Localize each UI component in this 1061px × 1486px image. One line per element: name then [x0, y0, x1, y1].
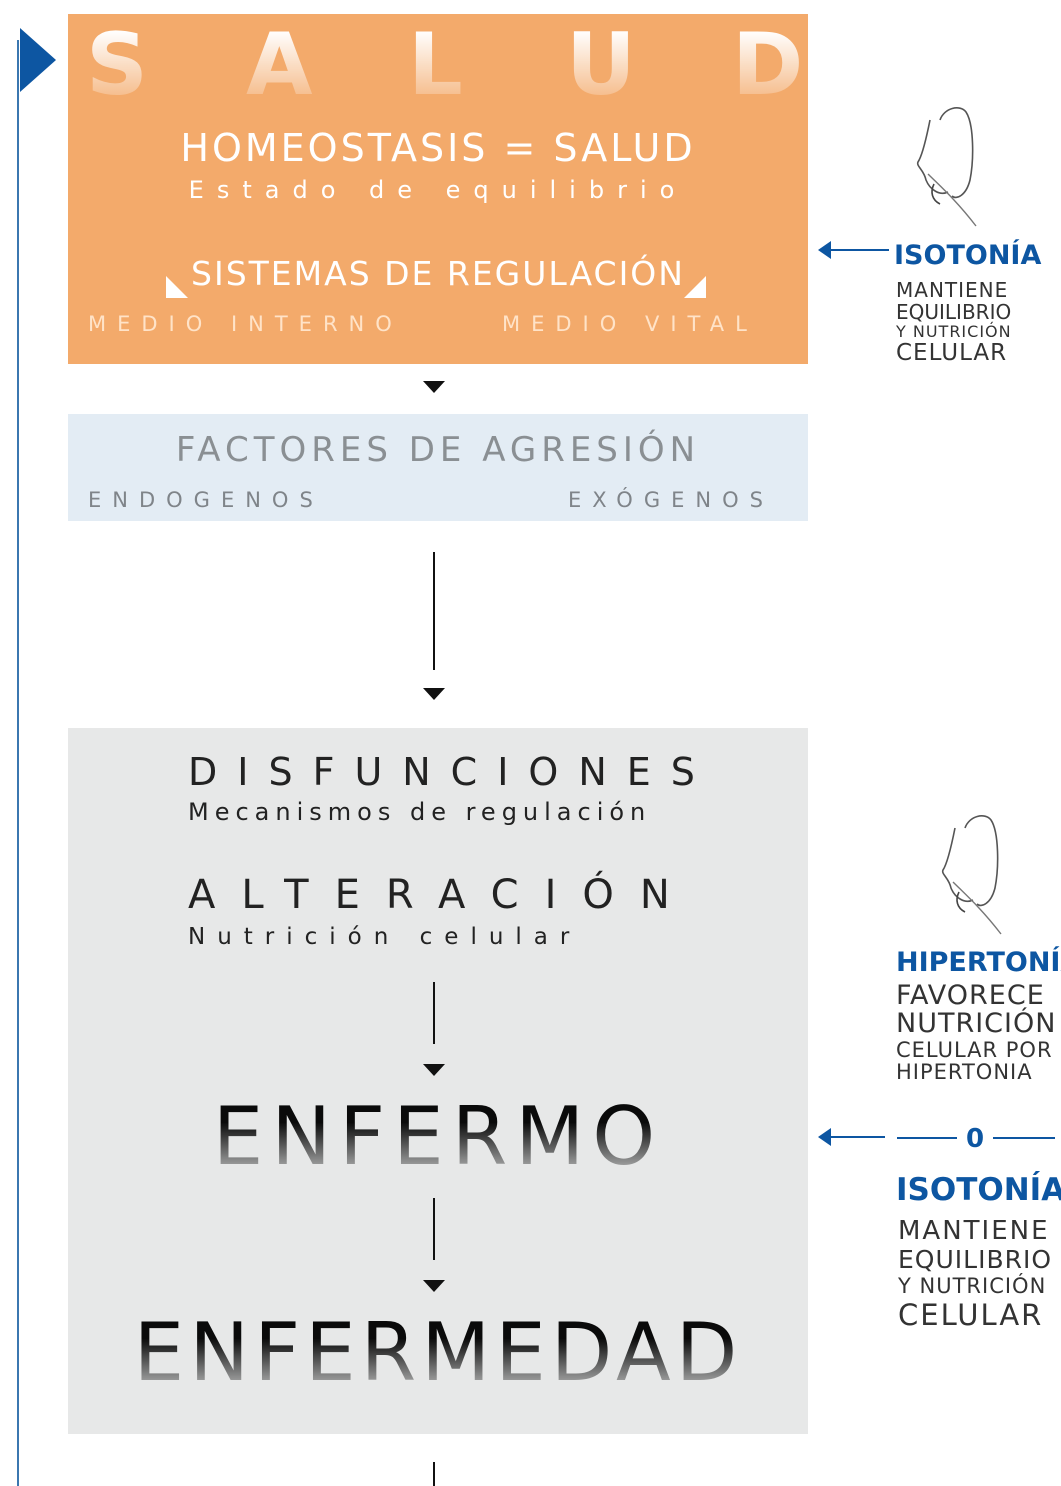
- hipertonia-heading: HIPERTONÍA: [896, 947, 1061, 978]
- endogenos-label: ENDOGENOS: [88, 488, 324, 512]
- hipertonia-line1: FAVORECE: [896, 980, 1045, 1011]
- salud-letter-d: D: [732, 15, 804, 115]
- arrow-left-icon: [818, 241, 831, 259]
- arrow-down-icon: [423, 1064, 445, 1076]
- connector-line: [433, 1462, 435, 1486]
- mecanismos-subtitle: Mecanismos de regulación: [188, 798, 652, 826]
- medio-interno-label: MEDIO INTERNO: [88, 312, 403, 336]
- arrow-left-line: [829, 1136, 885, 1138]
- separator-line-left: [897, 1137, 957, 1139]
- corner-triangle-right-icon: [684, 276, 706, 298]
- isotonia-heading-top: ISOTONÍA: [894, 240, 1042, 271]
- salud-letter-u: U: [566, 15, 636, 115]
- salud-title: S A L U D: [68, 14, 808, 114]
- salud-letter-a: A: [246, 15, 313, 115]
- connector-line: [433, 552, 435, 670]
- factores-heading: FACTORES DE AGRESIÓN: [175, 430, 701, 470]
- corner-triangle-left-icon: [166, 276, 188, 298]
- isotonia-top-line2: EQUILIBRIO: [896, 300, 1012, 324]
- silhouette-figure-icon: [941, 815, 1002, 935]
- isotonia-bottom-line1: MANTIENE: [898, 1216, 1050, 1246]
- isotonia-heading-bottom: ISOTONÍA: [896, 1172, 1061, 1208]
- hipertonia-line3: CELULAR POR: [896, 1038, 1053, 1062]
- isotonia-top-line1: MANTIENE: [896, 278, 1009, 302]
- isotonia-top-line4: CELULAR: [896, 340, 1008, 366]
- enfermo-heading: ENFERMO: [68, 1090, 808, 1183]
- factores-box: [68, 414, 808, 521]
- disfunciones-box: [68, 728, 808, 1434]
- salud-box: [68, 14, 808, 364]
- alteracion-heading: ALTERACIÓN: [188, 872, 696, 918]
- separator-line-right: [993, 1137, 1055, 1139]
- arrow-left-icon: [818, 1128, 831, 1146]
- left-marker-triangle-icon: [20, 28, 56, 92]
- isotonia-top-line3: Y NUTRICIÓN: [896, 322, 1012, 341]
- hipertonia-line2: NUTRICIÓN: [896, 1008, 1057, 1039]
- arrow-down-icon: [423, 381, 445, 393]
- isotonia-bottom-line3: Y NUTRICIÓN: [898, 1274, 1047, 1298]
- silhouette-figure-icon: [916, 107, 977, 227]
- arrow-down-icon: [423, 688, 445, 700]
- connector-line: [433, 982, 435, 1044]
- salud-letter-l: L: [408, 15, 463, 115]
- estado-subtitle: Estado de equilibrio: [188, 176, 688, 204]
- connector-line: [433, 1198, 435, 1260]
- arrow-down-icon: [423, 1280, 445, 1292]
- enfermedad-heading: ENFERMEDAD: [68, 1306, 808, 1399]
- arrow-left-line: [829, 249, 889, 251]
- isotonia-bottom-line2: EQUILIBRIO: [898, 1245, 1053, 1274]
- nutricion-subtitle: Nutrición celular: [188, 924, 582, 950]
- separator-zero: 0: [966, 1124, 985, 1154]
- sistemas-heading: SISTEMAS DE REGULACIÓN: [191, 254, 685, 293]
- exogenos-label: EXÓGENOS: [568, 488, 774, 512]
- salud-letter-s: S: [86, 15, 148, 115]
- isotonia-bottom-line4: CELULAR: [898, 1298, 1044, 1332]
- left-vertical-line: [17, 40, 19, 1486]
- hipertonia-line4: HIPERTONIA: [896, 1060, 1033, 1084]
- homeostasis-heading: HOMEOSTASIS = SALUD: [180, 126, 696, 170]
- medio-vital-label: MEDIO VITAL: [502, 312, 758, 336]
- disfunciones-heading: DISFUNCIONES: [188, 750, 715, 794]
